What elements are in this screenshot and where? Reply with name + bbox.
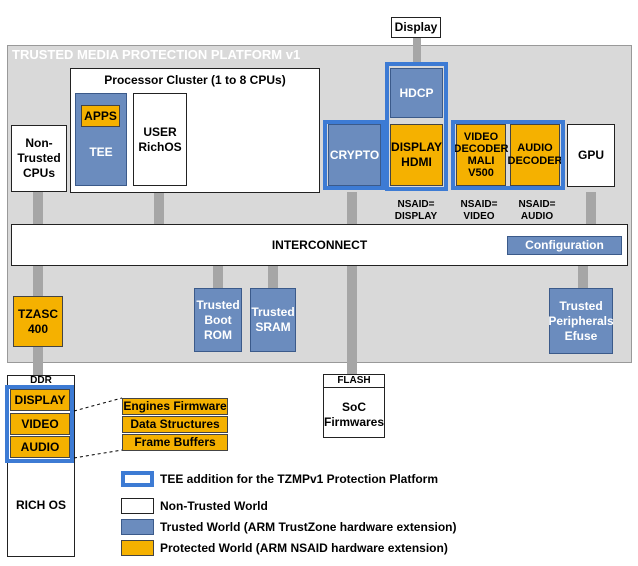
crypto-box: CRYPTO: [328, 124, 381, 186]
processor-cluster-label: Processor Cluster (1 to 8 CPUs): [104, 73, 286, 87]
display-output: Display: [391, 17, 441, 38]
ddr-tee-outline: [5, 385, 74, 463]
legend-non-trusted-swatch: [121, 498, 154, 514]
connector-flash: [347, 266, 357, 374]
nsaid-display-label: NSAID= DISPLAY: [394, 199, 438, 222]
connector-display-top: [413, 38, 421, 62]
hdcp-box: HDCP: [390, 68, 443, 118]
flash-content: SoC Firmwares: [323, 400, 385, 429]
gpu-box: GPU: [567, 124, 615, 187]
non-trusted-cpus: Non- Trusted CPUs: [11, 125, 67, 192]
flash-block: [323, 374, 385, 438]
connector-noncpu: [33, 192, 43, 224]
nsaid-video-label: NSAID= VIDEO: [460, 199, 498, 222]
crypto-tee-outline: [323, 120, 385, 190]
trusted-peripherals-efuse: Trusted Peripherals Efuse: [548, 288, 614, 354]
ddr-rich-os: RICH OS: [15, 498, 66, 512]
display-tee-outline: [385, 62, 448, 191]
legend-tee-swatch: [121, 471, 154, 487]
trusted-sram: Trusted SRAM: [250, 288, 296, 352]
engines-firmware-box: Engines Firmware: [122, 398, 228, 415]
connector-tzasc: [33, 266, 43, 296]
interconnect-label: INTERCONNECT: [271, 238, 368, 252]
nsaid-audio-label: NSAID= AUDIO: [518, 199, 556, 222]
display-hdmi-box: DISPLAY HDMI: [390, 124, 443, 186]
legend-trusted-swatch: [121, 519, 154, 535]
legend-protected-swatch: [121, 540, 154, 556]
platform-title: TRUSTED MEDIA PROTECTION PLATFORM v1: [12, 47, 301, 62]
apps-box: APPS: [81, 105, 120, 127]
trusted-boot-rom: Trusted Boot ROM: [194, 288, 242, 352]
video-decoder-box: VIDEO DECODER MALI V500: [454, 124, 509, 186]
tzasc-box: TZASC 400: [13, 296, 63, 347]
frame-buffers-box: Frame Buffers: [122, 434, 228, 451]
tee-label: TEE: [89, 145, 113, 159]
data-structures-box: Data Structures: [122, 416, 228, 433]
audio-decoder-box: AUDIO DECODER: [508, 124, 563, 186]
connector-crypto: [347, 192, 357, 224]
flash-label: FLASH: [323, 374, 385, 388]
legend-non-trusted-label: Non-Trusted World: [160, 499, 268, 513]
connector-bootrom: [213, 266, 223, 288]
connector-gpu: [586, 192, 596, 224]
configuration-box: Configuration: [507, 236, 622, 255]
ddr-video-region: VIDEO: [10, 413, 70, 435]
legend-tee-label: TEE addition for the TZMPv1 Protection P…: [160, 472, 439, 486]
user-richos: USER RichOS: [133, 93, 187, 186]
decoders-tee-outline: [451, 120, 565, 190]
connector-cluster: [154, 192, 164, 224]
ddr-audio-region: AUDIO: [10, 436, 70, 458]
connector-tzasc-ddr: [33, 347, 43, 377]
ddr-display-region: DISPLAY: [10, 389, 70, 411]
connector-sram: [268, 266, 278, 288]
legend-protected-label: Protected World (ARM NSAID hardware exte…: [160, 541, 448, 555]
legend-trusted-label: Trusted World (ARM TrustZone hardware ex…: [160, 520, 457, 534]
connector-peripherals: [578, 266, 588, 288]
